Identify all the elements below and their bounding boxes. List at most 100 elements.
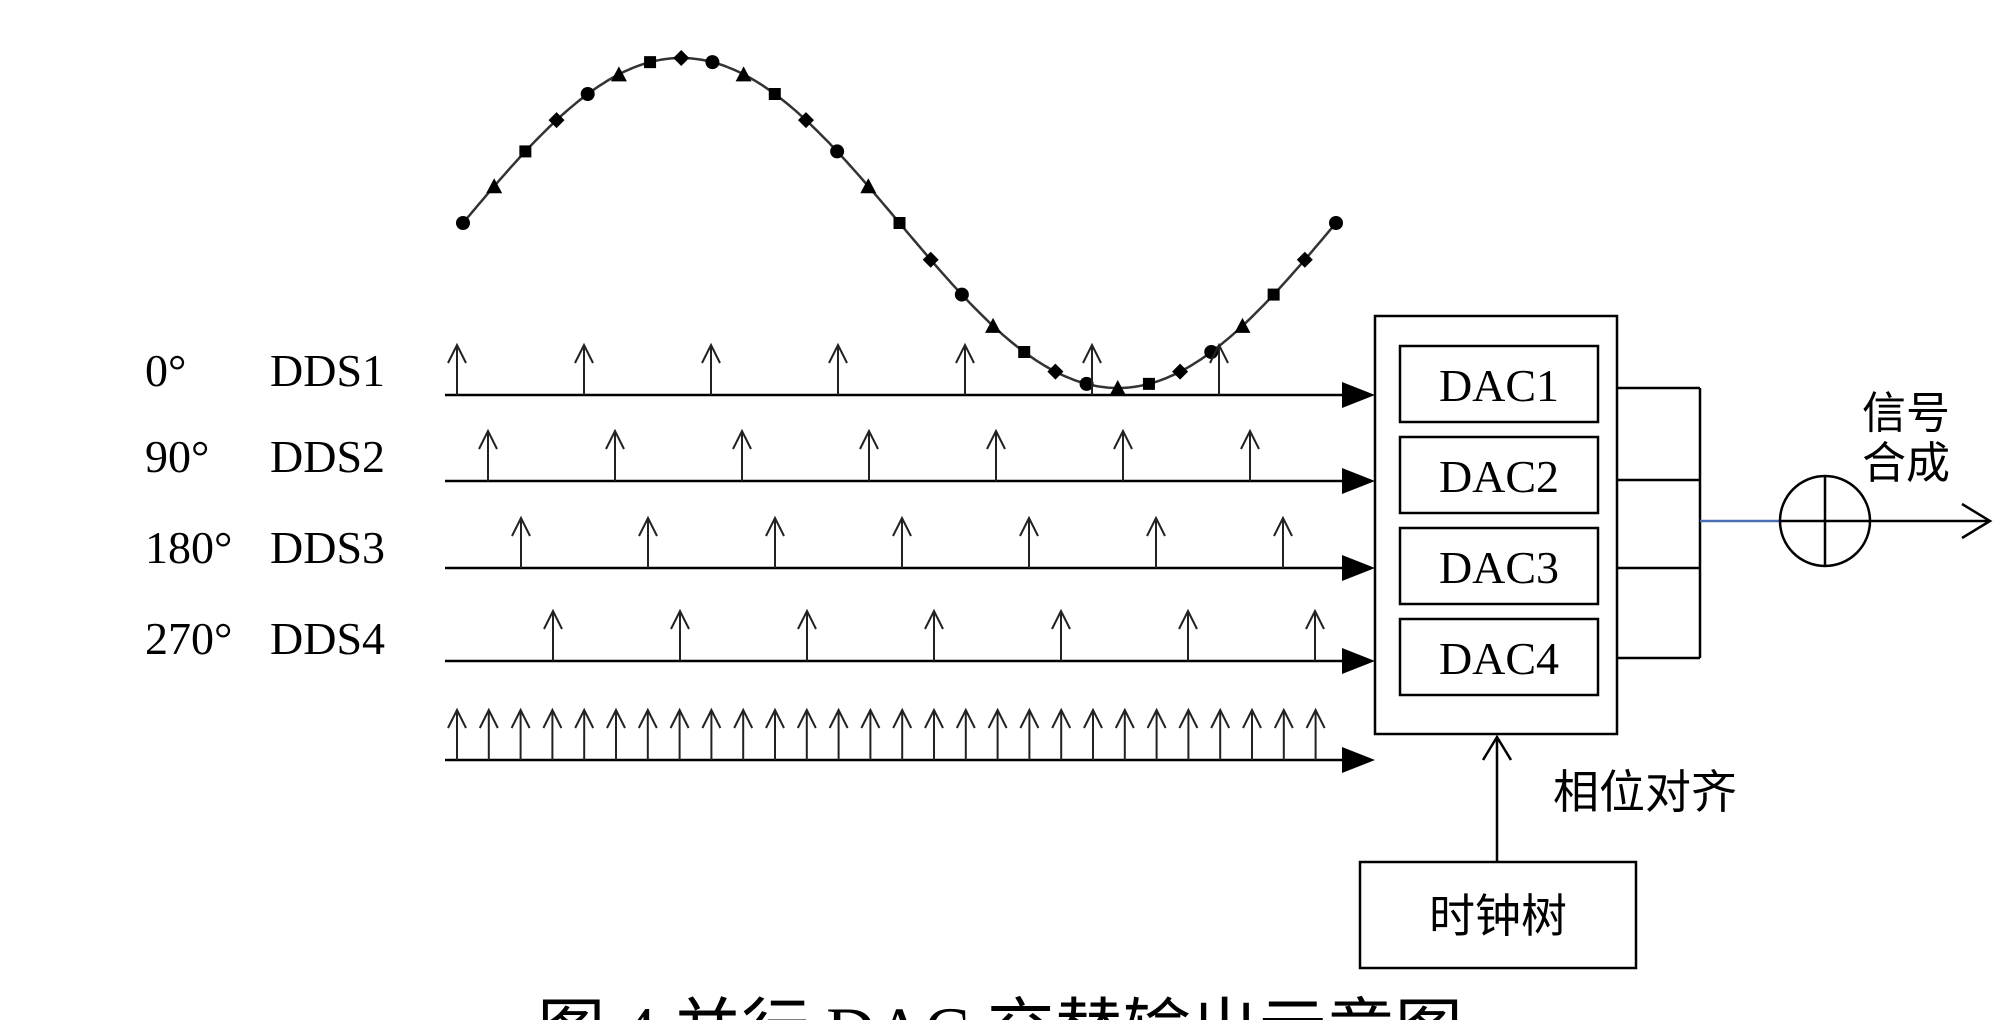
channel-label-dds3: DDS3 [270, 522, 385, 573]
sample-impulse [669, 707, 690, 760]
dac2-label: DAC2 [1439, 451, 1559, 502]
phase-label-dds4: 270° [145, 613, 232, 664]
sample-marker [1329, 216, 1343, 230]
sample-impulse [1146, 707, 1167, 760]
sample-impulse [1019, 707, 1040, 760]
dac3-box [1398, 526, 1600, 606]
sample-impulse [1209, 342, 1229, 395]
sample-impulses [447, 342, 1326, 760]
sample-marker [456, 216, 470, 230]
sample-impulse [1051, 707, 1072, 760]
sample-impulse [924, 707, 944, 760]
sample-impulse [765, 707, 785, 760]
sample-timelines [445, 382, 1375, 773]
signal-synthesis-label-2: 合成 [1862, 439, 1950, 488]
sample-impulse [1273, 707, 1294, 760]
sample-marker [548, 112, 565, 129]
dds3-timeline [445, 555, 1375, 581]
sample-marker [830, 144, 845, 159]
sample-marker [1047, 363, 1064, 380]
sample-marker [1109, 380, 1126, 395]
channel-label-dds2: DDS2 [270, 431, 385, 482]
sample-impulse [478, 707, 499, 760]
phase-label-dds2: 90° [145, 431, 209, 482]
sample-impulse [574, 342, 594, 395]
sample-marker [580, 86, 595, 101]
sample-marker [705, 55, 720, 70]
dds2-timeline [445, 468, 1375, 494]
dac3-label: DAC3 [1439, 542, 1559, 593]
sample-marker [486, 178, 503, 194]
sample-impulse [510, 707, 531, 760]
sample-impulse [1083, 707, 1103, 760]
dac1-box [1398, 344, 1600, 424]
sample-impulse [542, 707, 563, 760]
dds1-timeline [445, 382, 1375, 408]
sample-impulse [511, 515, 531, 568]
sample-impulse [732, 428, 752, 481]
sample-marker [1296, 251, 1313, 268]
output-arrow [1870, 502, 1993, 540]
sample-marker [735, 66, 752, 82]
dac-output-bus [1617, 386, 1702, 660]
clock-tree-label: 时钟树 [1429, 891, 1567, 942]
phase-label-dds3: 180° [145, 522, 232, 573]
sample-marker [673, 50, 690, 66]
sample-impulse [955, 707, 976, 760]
sample-impulse [1240, 428, 1260, 481]
dac1-label: DAC1 [1439, 360, 1559, 411]
sample-impulse [701, 342, 721, 395]
sample-marker [893, 217, 906, 229]
dac4-box [1398, 617, 1600, 697]
clock-tree-box [1358, 860, 1638, 970]
sample-marker [797, 112, 814, 129]
phase-alignment-label: 相位对齐 [1553, 767, 1737, 818]
sample-impulse [637, 707, 658, 760]
sample-impulse [1178, 608, 1198, 661]
channel-label-dds4: DDS4 [270, 613, 385, 664]
circle-plus-icon [1778, 474, 1872, 568]
sample-impulse [765, 515, 785, 568]
sample-impulse [606, 707, 626, 760]
dac4-label: DAC4 [1439, 633, 1559, 684]
sample-impulse [733, 707, 754, 760]
sample-marker [1142, 377, 1155, 390]
channel-label-dds1: DDS1 [270, 345, 385, 396]
sample-impulse [828, 707, 849, 760]
sample-impulse [986, 428, 1006, 481]
sample-impulse [1051, 608, 1071, 661]
sample-impulse [797, 608, 817, 661]
sample-impulse [1305, 707, 1326, 760]
clock-to-dac-arrow [1481, 734, 1513, 862]
sample-impulse [955, 342, 975, 395]
sample-marker [1234, 317, 1251, 333]
sample-impulse [859, 428, 879, 481]
sample-impulse [1114, 707, 1135, 760]
sample-impulse [670, 608, 690, 661]
sample-impulse [987, 707, 1008, 760]
combined-timeline [445, 747, 1375, 773]
sample-impulse [796, 707, 817, 760]
sample-impulse [1146, 515, 1166, 568]
sample-marker [985, 317, 1002, 333]
sample-impulse [1242, 707, 1262, 760]
sample-marker [922, 251, 939, 268]
sample-impulse [1305, 608, 1325, 661]
sample-marker [1079, 376, 1094, 391]
sample-impulse [574, 707, 595, 760]
sample-marker [519, 145, 532, 158]
sample-impulse [701, 707, 722, 760]
sample-impulse [1178, 707, 1199, 760]
dac2-box [1398, 435, 1600, 515]
sample-markers [456, 50, 1343, 395]
sample-impulse [1019, 515, 1039, 568]
sample-marker [1172, 363, 1189, 380]
sample-impulse [892, 707, 913, 760]
sample-impulse [1113, 428, 1133, 481]
sample-marker [644, 56, 657, 69]
sample-impulse [447, 342, 467, 395]
sample-impulse [1210, 707, 1231, 760]
sample-impulse [605, 428, 625, 481]
sample-marker [610, 66, 627, 82]
